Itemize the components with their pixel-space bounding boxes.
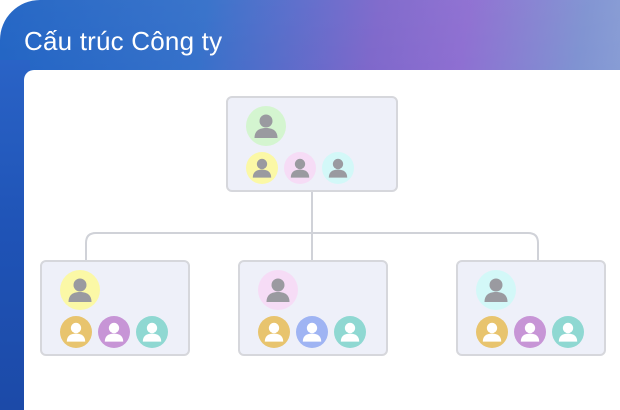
department-card-2[interactable] bbox=[238, 260, 388, 356]
user-icon bbox=[482, 322, 502, 342]
department-member-avatar bbox=[334, 316, 366, 348]
org-chart-panel bbox=[24, 70, 620, 410]
page-title: Cấu trúc Công ty bbox=[24, 26, 223, 56]
department-lead-avatar bbox=[476, 270, 516, 310]
department-lead-avatar bbox=[258, 270, 298, 310]
department-member-avatar bbox=[60, 316, 92, 348]
department-lead-avatar bbox=[60, 270, 100, 310]
user-icon bbox=[254, 114, 278, 138]
department-member-avatar bbox=[258, 316, 290, 348]
department-card-1[interactable] bbox=[40, 260, 190, 356]
root-member-avatar bbox=[246, 152, 278, 184]
root-lead-avatar bbox=[246, 106, 286, 146]
department-member-avatar bbox=[296, 316, 328, 348]
user-icon bbox=[520, 322, 540, 342]
user-icon bbox=[142, 322, 162, 342]
department-card-3[interactable] bbox=[456, 260, 606, 356]
connector-lines bbox=[85, 190, 539, 260]
user-icon bbox=[340, 322, 360, 342]
user-icon bbox=[558, 322, 578, 342]
user-icon bbox=[302, 322, 322, 342]
user-icon bbox=[68, 278, 92, 302]
org-root-card[interactable] bbox=[226, 96, 398, 192]
root-member-avatar bbox=[322, 152, 354, 184]
user-icon bbox=[252, 158, 272, 178]
department-member-avatar bbox=[136, 316, 168, 348]
user-icon bbox=[328, 158, 348, 178]
user-icon bbox=[484, 278, 508, 302]
department-member-avatar bbox=[552, 316, 584, 348]
department-member-avatar bbox=[98, 316, 130, 348]
root-member-avatar bbox=[284, 152, 316, 184]
department-member-avatar bbox=[476, 316, 508, 348]
user-icon bbox=[66, 322, 86, 342]
user-icon bbox=[290, 158, 310, 178]
department-member-avatar bbox=[514, 316, 546, 348]
user-icon bbox=[104, 322, 124, 342]
user-icon bbox=[266, 278, 290, 302]
user-icon bbox=[264, 322, 284, 342]
